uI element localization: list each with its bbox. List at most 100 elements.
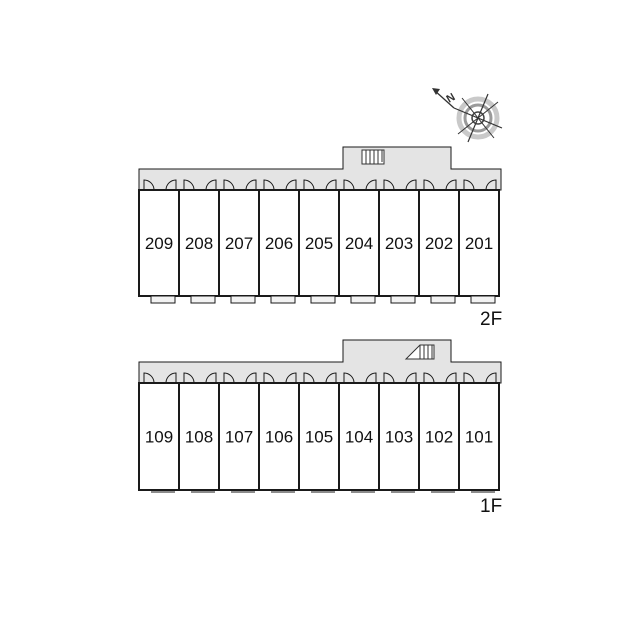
door-icon <box>303 179 315 191</box>
door-icon <box>405 372 417 384</box>
unit-104: 104 <box>338 372 380 493</box>
unit-109: 109 <box>138 372 180 493</box>
unit-wall <box>458 189 500 297</box>
unit-number: 106 <box>265 428 293 447</box>
unit-number: 204 <box>345 234 373 253</box>
door-icon <box>223 179 235 191</box>
unit-wall <box>418 189 460 297</box>
unit-number: 208 <box>185 234 213 253</box>
unit-wall <box>298 382 340 491</box>
unit-number: 104 <box>345 428 373 447</box>
door-icon <box>383 179 395 191</box>
door-icon <box>325 179 337 191</box>
balcony <box>190 295 216 304</box>
unit-wall <box>338 189 380 297</box>
door-icon <box>445 179 457 191</box>
unit-209: 209 <box>138 179 180 304</box>
unit-number: 101 <box>465 428 493 447</box>
corridor-1f <box>138 339 502 384</box>
door-icon <box>205 179 217 191</box>
unit-number: 102 <box>425 428 453 447</box>
balcony <box>150 295 176 304</box>
door-icon <box>343 372 355 384</box>
corridor-2f <box>138 146 502 191</box>
unit-number: 103 <box>385 428 413 447</box>
unit-number: 202 <box>425 234 453 253</box>
unit-number: 108 <box>185 428 213 447</box>
unit-wall <box>178 382 220 491</box>
unit-107: 107 <box>218 372 260 493</box>
door-icon <box>165 372 177 384</box>
unit-202: 202 <box>418 179 460 304</box>
unit-number: 201 <box>465 234 493 253</box>
door-icon <box>165 179 177 191</box>
unit-number: 209 <box>145 234 173 253</box>
door-icon <box>143 372 155 384</box>
unit-number: 207 <box>225 234 253 253</box>
door-icon <box>423 372 435 384</box>
balcony <box>270 295 296 304</box>
door-icon <box>325 372 337 384</box>
door-icon <box>365 372 377 384</box>
door-icon <box>183 179 195 191</box>
door-icon <box>463 372 475 384</box>
door-icon <box>285 179 297 191</box>
unit-wall <box>458 382 500 491</box>
door-icon <box>303 372 315 384</box>
unit-207: 207 <box>218 179 260 304</box>
unit-102: 102 <box>418 372 460 493</box>
door-icon <box>423 179 435 191</box>
door-icon <box>485 179 497 191</box>
unit-number: 206 <box>265 234 293 253</box>
unit-wall <box>258 189 300 297</box>
door-icon <box>445 372 457 384</box>
unit-103: 103 <box>378 372 420 493</box>
unit-wall <box>258 382 300 491</box>
compass-icon <box>432 88 503 143</box>
floor-2f: 209 208 207 206 205 204 203 202 201 2F <box>138 146 502 330</box>
compass-north-label: N <box>445 91 458 105</box>
balcony <box>230 295 256 304</box>
unit-105: 105 <box>298 372 340 493</box>
door-icon <box>463 179 475 191</box>
unit-wall <box>298 189 340 297</box>
unit-wall <box>338 382 380 491</box>
unit-wall <box>178 189 220 297</box>
unit-number: 107 <box>225 428 253 447</box>
floor-label-1f: 1F <box>480 496 502 517</box>
door-icon <box>223 372 235 384</box>
balcony <box>390 295 416 304</box>
unit-203: 203 <box>378 179 420 304</box>
staircase-icon <box>361 149 385 165</box>
door-icon <box>485 372 497 384</box>
door-icon <box>143 179 155 191</box>
door-icon <box>383 372 395 384</box>
floor-1f: 109 108 107 106 105 104 103 102 101 1F <box>138 339 502 517</box>
floor-label-2f: 2F <box>480 309 502 330</box>
balcony <box>350 295 376 304</box>
staircase-icon <box>404 344 435 360</box>
balcony <box>310 295 336 304</box>
compass: N <box>432 88 503 143</box>
unit-101: 101 <box>458 372 500 493</box>
unit-108: 108 <box>178 372 220 493</box>
door-icon <box>405 179 417 191</box>
door-icon <box>245 372 257 384</box>
door-icon <box>183 372 195 384</box>
door-icon <box>205 372 217 384</box>
door-icon <box>343 179 355 191</box>
balcony <box>470 295 496 304</box>
unit-208: 208 <box>178 179 220 304</box>
door-icon <box>263 179 275 191</box>
unit-206: 206 <box>258 179 300 304</box>
door-icon <box>263 372 275 384</box>
unit-number: 105 <box>305 428 333 447</box>
unit-201: 201 <box>458 179 500 304</box>
unit-wall <box>378 382 420 491</box>
unit-106: 106 <box>258 372 300 493</box>
door-icon <box>245 179 257 191</box>
unit-number: 203 <box>385 234 413 253</box>
door-icon <box>285 372 297 384</box>
unit-wall <box>418 382 460 491</box>
unit-205: 205 <box>298 179 340 304</box>
